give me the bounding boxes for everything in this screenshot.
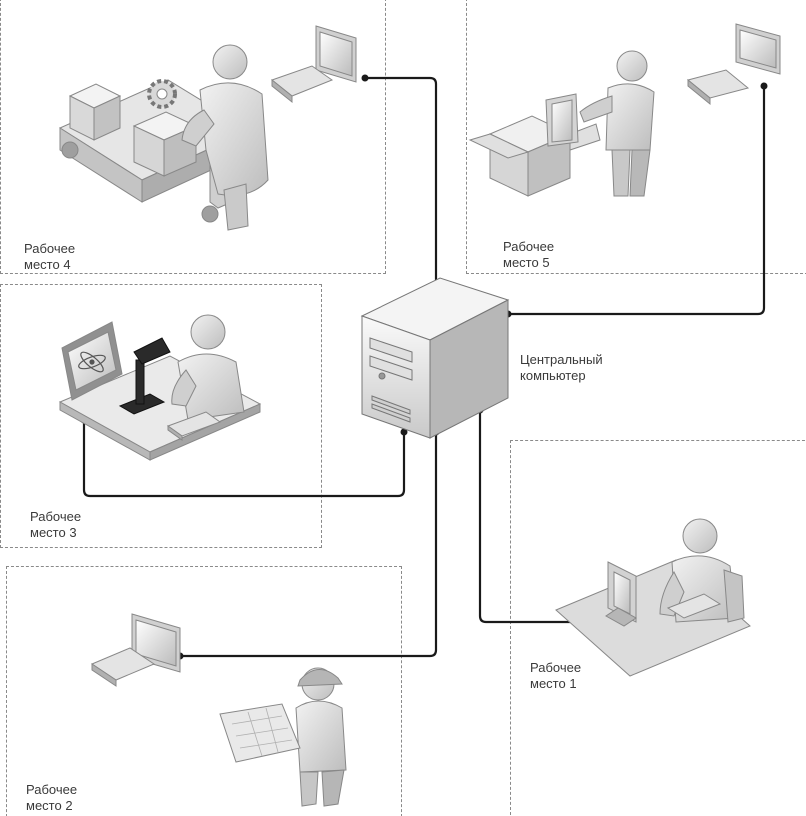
workplace-5-label-line2: место 5 [503,255,550,270]
workplace-1-label-line1: Рабочее [530,660,582,675]
zone-workplace-4 [0,0,386,274]
microscope-icon [118,337,171,415]
atom-icon [78,351,106,373]
workplace-4-label-line1: Рабочее [24,241,76,256]
central-computer-label: Центральный компьютер [520,352,603,384]
workplace-4-label-line2: место 4 [24,257,71,272]
central-computer-label-line2: компьютер [520,368,586,383]
cable-workplace-2 [180,432,438,658]
workplace-1-label-line2: место 1 [530,676,577,691]
workplace-1-label: Рабочее место 1 [530,660,581,692]
workplace-3-illustration [58,314,262,461]
workplace-3-label-line2: место 3 [30,525,77,540]
blueprint-icon [219,703,301,763]
workplace-4-illustration [58,25,357,231]
cable-workplace-3 [82,420,406,498]
workplace-3-label: Рабочее место 3 [30,509,81,541]
workplace-2-label: Рабочее место 2 [26,782,77,814]
workplace-1-illustration [555,518,751,677]
workplace-3-label-line1: Рабочее [30,509,82,524]
workplace-2-illustration [90,613,347,807]
workplace-5-label: Рабочее место 5 [503,239,554,271]
workplace-5-illustration [468,23,781,197]
workplace-2-label-line1: Рабочее [26,782,78,797]
central-computer-icon [360,277,510,439]
workplace-2-label-line2: место 2 [26,798,73,813]
cable-workplace-4 [365,76,438,288]
workplace-4-label: Рабочее место 4 [24,241,75,273]
cable-workplace-1 [478,410,582,624]
cable-workplace-5 [508,86,766,316]
zone-workplace-1 [510,440,806,816]
network-cables [82,76,766,658]
workplace-5-label-line1: Рабочее [503,239,555,254]
hardhat-icon [297,669,343,687]
zone-workplace-3 [0,284,322,548]
zone-workplace-2 [6,566,402,816]
zone-workplace-5 [466,0,806,274]
central-computer-label-line1: Центральный [520,352,603,367]
